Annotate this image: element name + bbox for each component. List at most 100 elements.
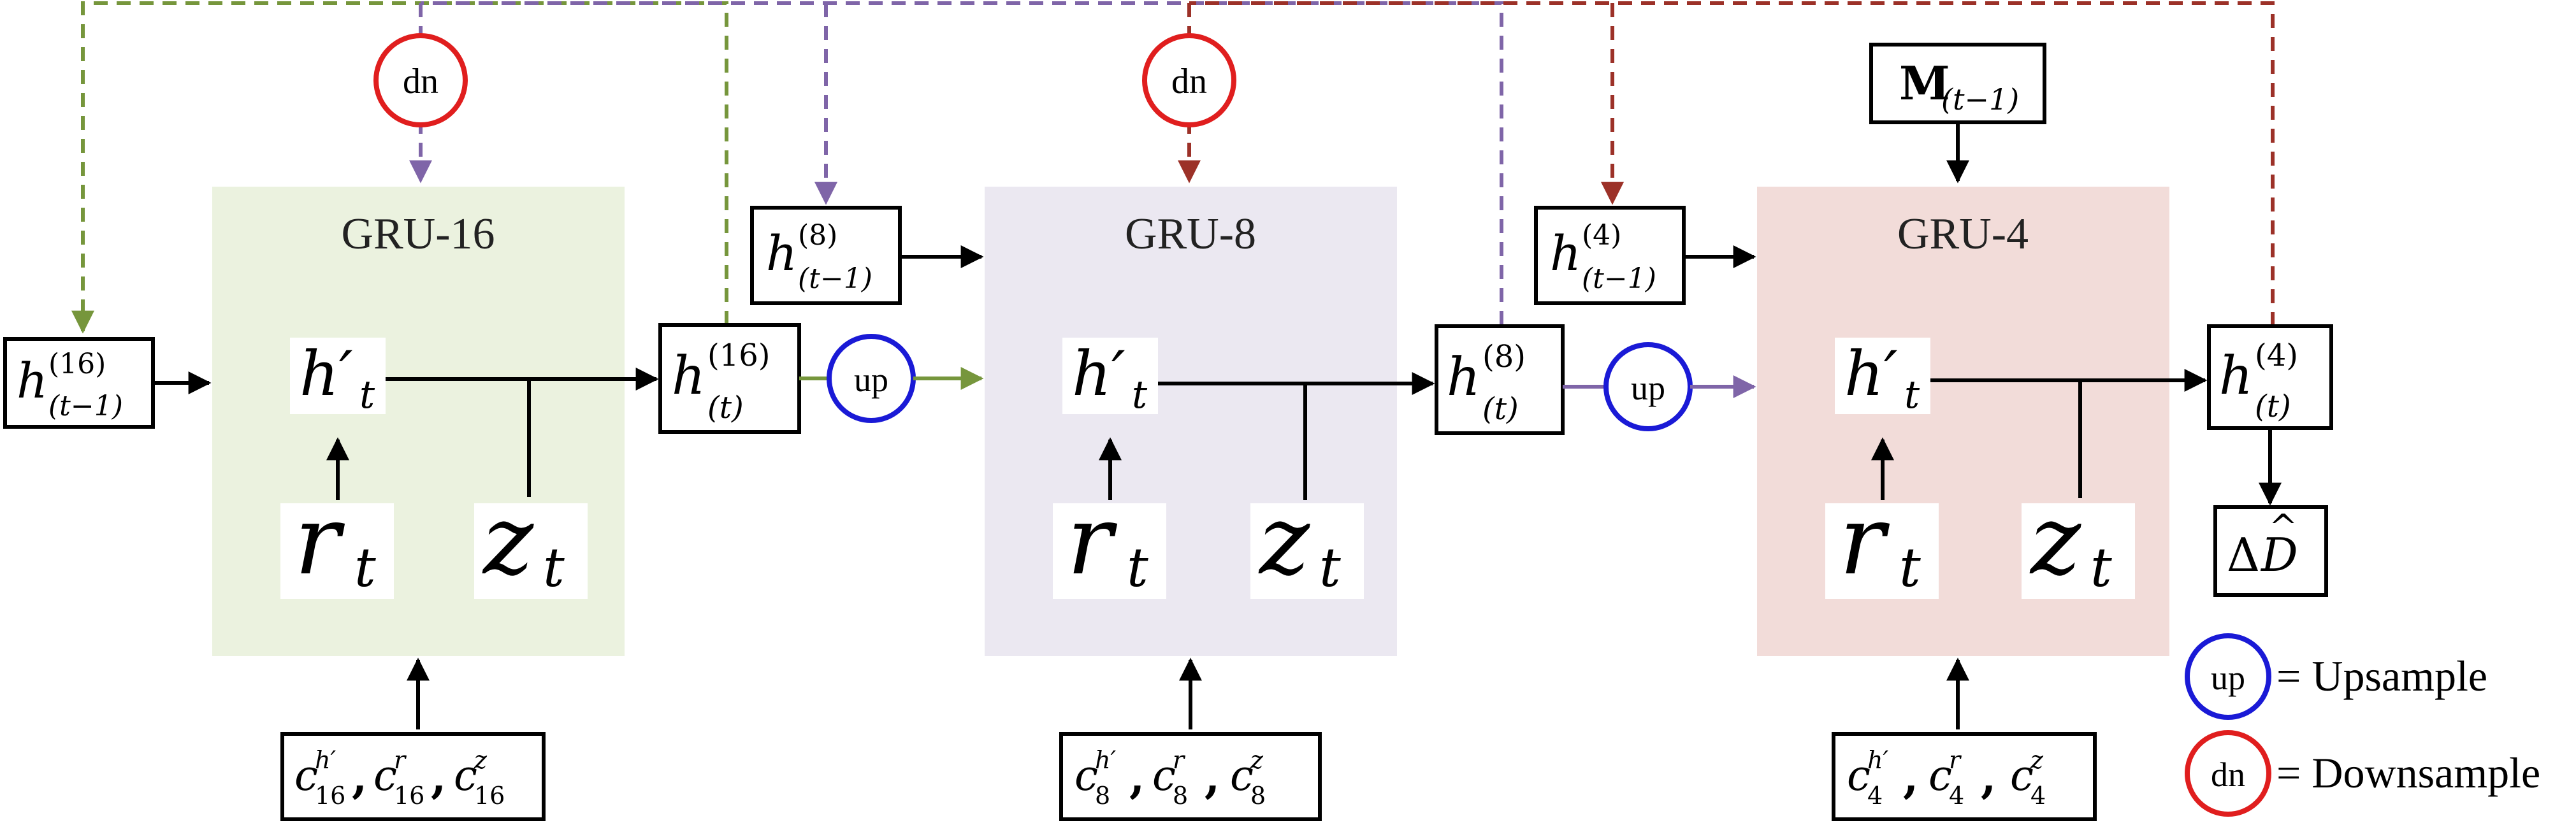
gru4-candidate: h′ t bbox=[1835, 338, 1930, 417]
svg-text:r: r bbox=[1067, 485, 1118, 596]
svg-text:r: r bbox=[1839, 485, 1890, 596]
svg-text:c: c bbox=[1152, 751, 1176, 800]
hidden-in-16: h (16) (t−1) bbox=[3, 337, 155, 429]
svg-text:(t−1): (t−1) bbox=[1941, 82, 2019, 117]
gru8-candidate: h′ t bbox=[1062, 338, 1158, 417]
hidden-in-8: h (8) (t−1) bbox=[750, 206, 902, 305]
svg-text:h′: h′ bbox=[315, 746, 336, 774]
svg-text:h′: h′ bbox=[1844, 338, 1898, 410]
svg-text:t: t bbox=[2090, 536, 2112, 599]
svg-text:c: c bbox=[1075, 751, 1098, 800]
gru4-context-box: c h′ 4 , c r 4 , c z 4 bbox=[1832, 732, 2097, 821]
svg-text:up: up bbox=[1631, 369, 1665, 407]
svg-text:r: r bbox=[294, 485, 345, 596]
svg-text:h′: h′ bbox=[1867, 746, 1888, 774]
svg-text:h′: h′ bbox=[300, 338, 353, 410]
svg-text:(4): (4) bbox=[2255, 338, 2298, 373]
gru8-title: GRU-8 bbox=[1125, 210, 1256, 259]
legend-upsample: up = Upsample bbox=[2185, 633, 2487, 720]
svg-text:h′: h′ bbox=[1095, 746, 1116, 774]
svg-text:c: c bbox=[294, 751, 318, 800]
mask-input-box: M (t−1) bbox=[1869, 43, 2046, 124]
svg-text:(8): (8) bbox=[1482, 339, 1526, 375]
svg-text:h: h bbox=[672, 346, 706, 406]
svg-text:8: 8 bbox=[1095, 782, 1110, 810]
green-skip-line bbox=[71, 1, 728, 334]
svg-text:t: t bbox=[1904, 373, 1920, 417]
gru8-reset: r t bbox=[1053, 485, 1166, 599]
gru16-context-box: c h′ 16 , c r 16 , c z 16 bbox=[280, 732, 546, 821]
downsample-op-gru16: dn bbox=[373, 33, 468, 127]
svg-text:h: h bbox=[1447, 347, 1480, 408]
svg-text:16: 16 bbox=[474, 782, 505, 810]
hidden-out-4: h (4) (t) bbox=[2207, 324, 2333, 430]
gru16-update: z t bbox=[474, 485, 588, 599]
gru16-candidate: h′ t bbox=[290, 338, 386, 417]
svg-text:4: 4 bbox=[2030, 782, 2046, 810]
hidden-in-4: h (4) (t−1) bbox=[1534, 206, 1686, 305]
svg-text:t: t bbox=[1319, 536, 1341, 599]
svg-text:h: h bbox=[2219, 346, 2253, 406]
svg-text:z: z bbox=[2030, 746, 2044, 774]
svg-text:c: c bbox=[2010, 751, 2034, 800]
hidden-out-8: h (8) (t) bbox=[1435, 324, 1565, 435]
svg-text:8: 8 bbox=[1173, 782, 1188, 810]
svg-text:t: t bbox=[543, 536, 565, 599]
svg-text:c: c bbox=[373, 751, 397, 800]
svg-text:dn: dn bbox=[1171, 62, 1207, 101]
svg-text:z: z bbox=[482, 485, 534, 596]
svg-text:(t): (t) bbox=[707, 390, 744, 426]
svg-text:,: , bbox=[431, 750, 446, 803]
svg-text:(4): (4) bbox=[1582, 219, 1621, 252]
svg-text:c: c bbox=[1230, 751, 1254, 800]
svg-text:,: , bbox=[1205, 750, 1220, 803]
svg-text:4: 4 bbox=[1949, 782, 1964, 810]
svg-text:16: 16 bbox=[315, 782, 345, 810]
svg-text:h: h bbox=[17, 352, 48, 409]
svg-text:Δ: Δ bbox=[2227, 528, 2260, 582]
svg-text:h: h bbox=[1550, 225, 1581, 282]
svg-text:up: up bbox=[854, 361, 888, 399]
svg-text:h: h bbox=[766, 225, 797, 282]
svg-text:r: r bbox=[1173, 746, 1186, 774]
svg-text:c: c bbox=[1847, 751, 1870, 800]
delta-output-box: Δ D ^ bbox=[2213, 505, 2328, 597]
svg-text:up: up bbox=[2211, 659, 2245, 697]
red-skip-line bbox=[1189, 1, 2275, 326]
svg-text:t: t bbox=[354, 536, 376, 599]
svg-text:^: ^ bbox=[2269, 507, 2297, 547]
svg-text:t: t bbox=[1899, 536, 1921, 599]
upsample-op-8to4: up bbox=[1603, 342, 1693, 431]
svg-text:(t−1): (t−1) bbox=[48, 390, 123, 422]
svg-text:8: 8 bbox=[1250, 782, 1266, 810]
svg-text:(8): (8) bbox=[798, 219, 837, 252]
gru8-context-box: c h′ 8 , c r 8 , c z 8 bbox=[1059, 732, 1322, 821]
gru4-title: GRU-4 bbox=[1897, 210, 2029, 259]
svg-text:,: , bbox=[1981, 750, 1996, 803]
svg-text:(t−1): (t−1) bbox=[1582, 262, 1656, 295]
purple-skip-line bbox=[421, 1, 1503, 325]
svg-text:D: D bbox=[2260, 528, 2298, 582]
svg-text:,: , bbox=[1903, 750, 1918, 803]
svg-text:(16): (16) bbox=[48, 348, 106, 380]
svg-text:t: t bbox=[359, 373, 375, 417]
svg-text:dn: dn bbox=[2211, 756, 2245, 794]
svg-text:,: , bbox=[1129, 750, 1145, 803]
downsample-op-gru8: dn bbox=[1142, 33, 1236, 127]
upsample-op-16to8: up bbox=[827, 334, 916, 423]
svg-text:(t): (t) bbox=[1482, 391, 1519, 427]
gru16-reset: r t bbox=[280, 485, 394, 599]
svg-text:h′: h′ bbox=[1072, 338, 1125, 410]
svg-text:(t−1): (t−1) bbox=[798, 262, 872, 295]
svg-text:z: z bbox=[1258, 485, 1310, 596]
svg-text:= Downsample: = Downsample bbox=[2276, 749, 2540, 797]
svg-text:(16): (16) bbox=[707, 338, 771, 373]
svg-text:t: t bbox=[1127, 536, 1148, 599]
svg-text:= Upsample: = Upsample bbox=[2276, 652, 2487, 700]
hidden-out-16: h (16) (t) bbox=[658, 323, 801, 434]
svg-text:z: z bbox=[1250, 746, 1264, 774]
svg-text:z: z bbox=[474, 746, 488, 774]
svg-text:z: z bbox=[2029, 485, 2081, 596]
svg-text:,: , bbox=[352, 750, 367, 803]
